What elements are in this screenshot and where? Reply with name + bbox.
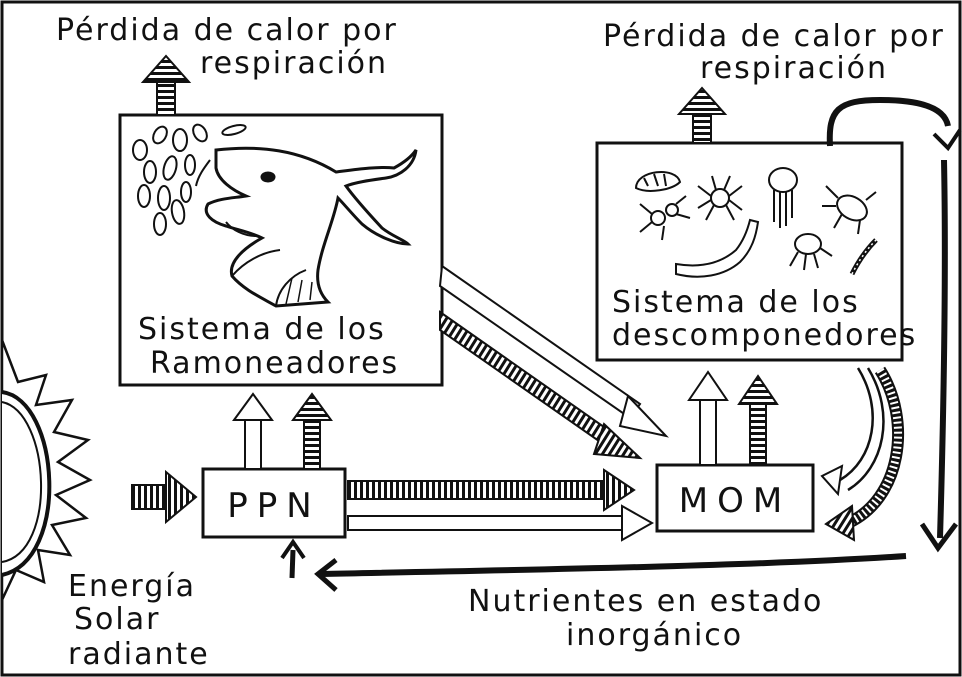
ppn-box — [201, 467, 347, 539]
heat-loss-arrow-right — [676, 86, 728, 144]
heat-loss-right-line2: respiración — [700, 51, 888, 86]
sun-icon — [0, 339, 93, 601]
heat-loss-right-line1: Pérdida de calor por — [603, 19, 945, 54]
ppn-label: PPN — [227, 486, 320, 526]
heat-loss-left-line2: respiración — [200, 46, 388, 81]
solar-label-line2: Solar — [74, 602, 160, 637]
heat-loss-arrow-left — [140, 54, 192, 116]
decomposers-to-mom-arrows — [820, 366, 904, 542]
mom-label: MOM — [679, 481, 791, 521]
goat-icon — [195, 146, 418, 308]
solar-label-line1: Energía — [68, 569, 196, 604]
decomposers-label-line1: Sistema de los — [612, 285, 860, 320]
solar-input-arrow — [131, 469, 198, 525]
nutrients-label-line2: inorgánico — [566, 618, 743, 653]
soil-organisms-icon — [634, 167, 878, 278]
heat-loss-left-line1: Pérdida de calor por — [56, 13, 398, 48]
ppn-to-mom-arrows — [347, 468, 655, 542]
grazers-to-mom-arrows — [438, 264, 669, 460]
decomposers-system-box — [595, 141, 904, 362]
nutrient-recycle-path — [314, 96, 962, 592]
grazers-label-line1: Sistema de los — [138, 312, 386, 347]
leaves-icon — [132, 123, 247, 236]
mom-to-decomposers-arrows — [687, 370, 779, 466]
decomposers-label-line2: descomponedores — [612, 318, 917, 353]
grazers-label-line2: Ramoneadores — [150, 346, 399, 381]
nutrients-to-ppn-arrow — [280, 538, 306, 579]
ppn-to-grazers-arrows — [232, 392, 333, 470]
nutrients-label-line1: Nutrientes en estado — [468, 584, 823, 619]
solar-label-line3: radiante — [68, 637, 210, 672]
mom-box — [655, 463, 815, 533]
